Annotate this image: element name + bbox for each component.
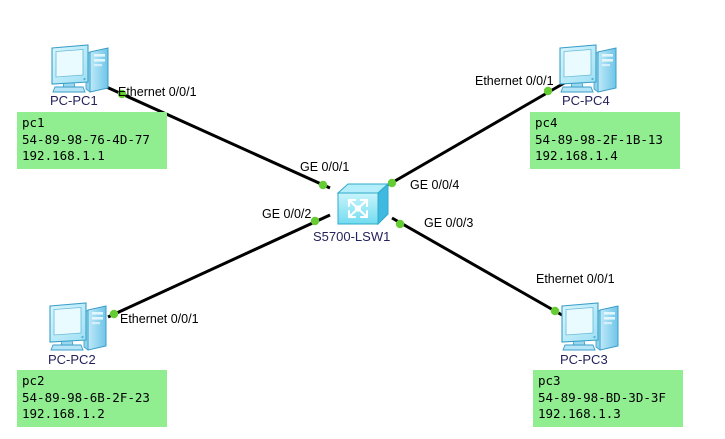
- device-label-pc2: PC-PC2: [48, 352, 96, 367]
- info-hostname: pc3: [538, 373, 561, 388]
- port-label-ge3: GE 0/0/3: [424, 216, 474, 230]
- info-mac-address: 54-89-98-76-4D-77: [22, 131, 150, 147]
- device-label-lsw1: S5700-LSW1: [313, 229, 391, 244]
- port-label-ge1: GE 0/0/1: [300, 160, 350, 174]
- network-link[interactable]: [101, 83, 331, 190]
- info-hostname: pc1: [22, 115, 45, 130]
- link-endpoint-dot[interactable]: [310, 216, 320, 226]
- network-link[interactable]: [387, 80, 567, 187]
- device-label-pc3: PC-PC3: [560, 352, 608, 367]
- link-endpoint-dot[interactable]: [543, 86, 553, 96]
- link-endpoint-dot[interactable]: [109, 309, 119, 319]
- network-link[interactable]: [107, 213, 331, 319]
- device-label-pc4: PC-PC4: [562, 93, 610, 108]
- info-mac-address: 54-89-98-6B-2F-23: [22, 389, 150, 405]
- desktop-computer-icon[interactable]: [48, 42, 116, 98]
- desktop-computer-icon[interactable]: [46, 300, 114, 356]
- port-label-ge4: GE 0/0/4: [410, 178, 460, 192]
- device-label-pc1: PC-PC1: [50, 93, 98, 108]
- network-link[interactable]: [391, 216, 563, 317]
- port-label-pc4: Ethernet 0/0/1: [475, 74, 554, 88]
- desktop-computer-icon[interactable]: [558, 300, 626, 356]
- info-ip-address: 192.168.1.3: [538, 406, 621, 421]
- link-endpoint-dot[interactable]: [395, 219, 405, 229]
- info-mac-address: 54-89-98-2F-1B-13: [535, 131, 663, 147]
- port-label-pc2: Ethernet 0/0/1: [120, 312, 199, 326]
- link-line[interactable]: [387, 80, 567, 187]
- port-label-pc3: Ethernet 0/0/1: [536, 272, 615, 286]
- desktop-computer-icon[interactable]: [556, 42, 624, 98]
- link-line[interactable]: [107, 213, 331, 319]
- network-switch-icon[interactable]: [334, 181, 390, 229]
- info-hostname: pc2: [22, 373, 45, 388]
- info-ip-address: 192.168.1.1: [22, 148, 105, 163]
- info-mac-address: 54-89-98-BD-3D-3F: [538, 389, 666, 405]
- info-ip-address: 192.168.1.4: [535, 148, 618, 163]
- link-endpoint-dot[interactable]: [117, 89, 127, 99]
- info-ip-address: 192.168.1.2: [22, 406, 105, 421]
- link-endpoint-dot[interactable]: [550, 306, 560, 316]
- link-line[interactable]: [101, 83, 331, 190]
- link-endpoint-dot[interactable]: [387, 178, 397, 188]
- link-endpoint-dot[interactable]: [318, 180, 328, 190]
- link-line[interactable]: [391, 216, 563, 317]
- port-label-pc1: Ethernet 0/0/1: [118, 85, 197, 99]
- info-hostname: pc4: [535, 115, 558, 130]
- port-label-ge2: GE 0/0/2: [262, 207, 312, 221]
